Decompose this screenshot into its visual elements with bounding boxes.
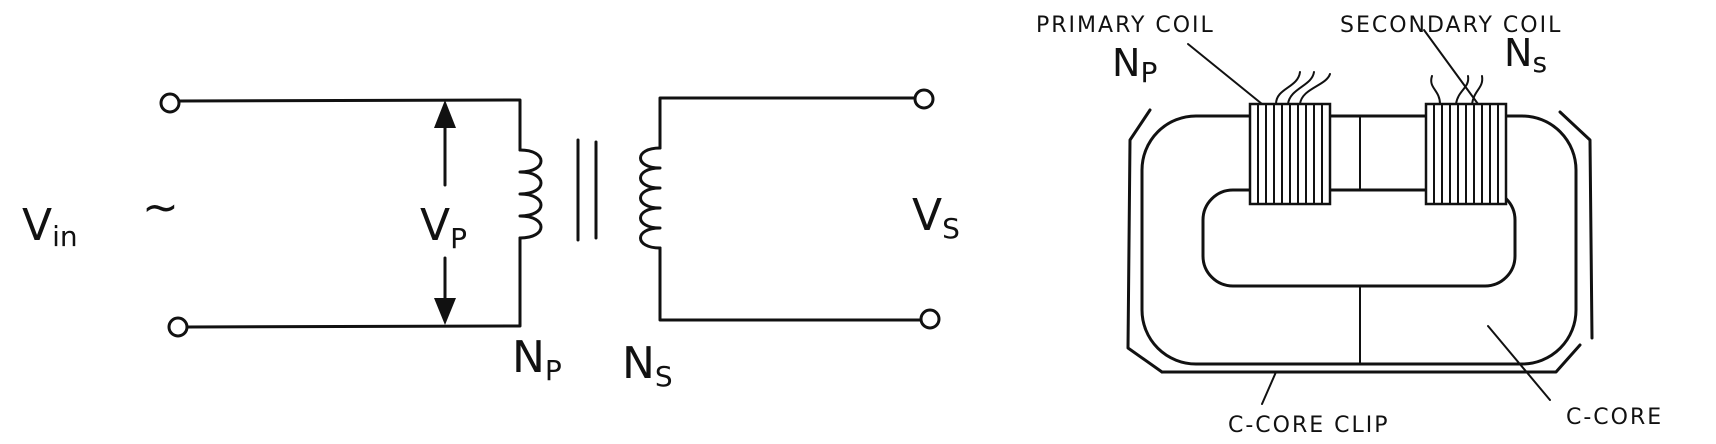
core-clip-right — [1558, 110, 1594, 340]
output-terminal-top — [913, 88, 935, 110]
ns-schematic-label: NS — [622, 338, 673, 393]
primary-leader-line — [1187, 43, 1263, 105]
secondary-wire-top — [658, 96, 917, 150]
primary-wire-bottom — [185, 236, 522, 329]
transformer-schematic: Vin ~ VP VS NP NS — [22, 88, 960, 393]
secondary-wire-bottom — [658, 246, 922, 322]
primary-coil — [518, 148, 543, 240]
output-terminal-bottom — [919, 308, 941, 330]
transformer-physical: PRIMARY COIL SECONDARY COIL NP Ns C-CORE… — [1036, 13, 1663, 438]
primary-lead-1 — [1275, 71, 1301, 105]
primary-lead-2 — [1287, 71, 1315, 105]
ac-source-symbol: ~ — [142, 182, 179, 233]
core-label: C-CORE — [1566, 405, 1663, 430]
input-terminal-top — [159, 92, 181, 114]
core-clip-bottom — [1160, 343, 1582, 374]
secondary-leader-line — [1423, 29, 1479, 105]
vin-label: Vin — [22, 200, 78, 253]
secondary-coil — [639, 146, 662, 250]
core-clip-left — [1126, 108, 1164, 374]
np-physical-label: NP — [1112, 41, 1157, 89]
secondary-coil-label: SECONDARY COIL — [1340, 13, 1562, 38]
np-schematic-label: NP — [512, 332, 562, 387]
vp-arrow-down-head — [434, 298, 456, 325]
input-terminal-bottom — [167, 316, 189, 338]
primary-lead-3 — [1299, 73, 1331, 105]
primary-coil-windings — [1257, 103, 1323, 205]
core-leader-line — [1487, 325, 1551, 401]
vp-label: VP — [420, 200, 467, 255]
clip-leader-line — [1261, 371, 1277, 405]
ns-physical-label: Ns — [1504, 31, 1547, 79]
vp-arrow-up-head — [434, 100, 456, 128]
secondary-coil-windings — [1433, 103, 1499, 205]
secondary-lead-2 — [1455, 75, 1470, 105]
secondary-lead-1 — [1430, 75, 1441, 105]
vs-label: VS — [912, 190, 960, 245]
primary-wire-top — [177, 98, 522, 152]
core-clip-label: C-CORE CLIP — [1228, 413, 1390, 438]
primary-coil-label: PRIMARY COIL — [1036, 13, 1215, 38]
secondary-lead-3 — [1471, 75, 1484, 105]
